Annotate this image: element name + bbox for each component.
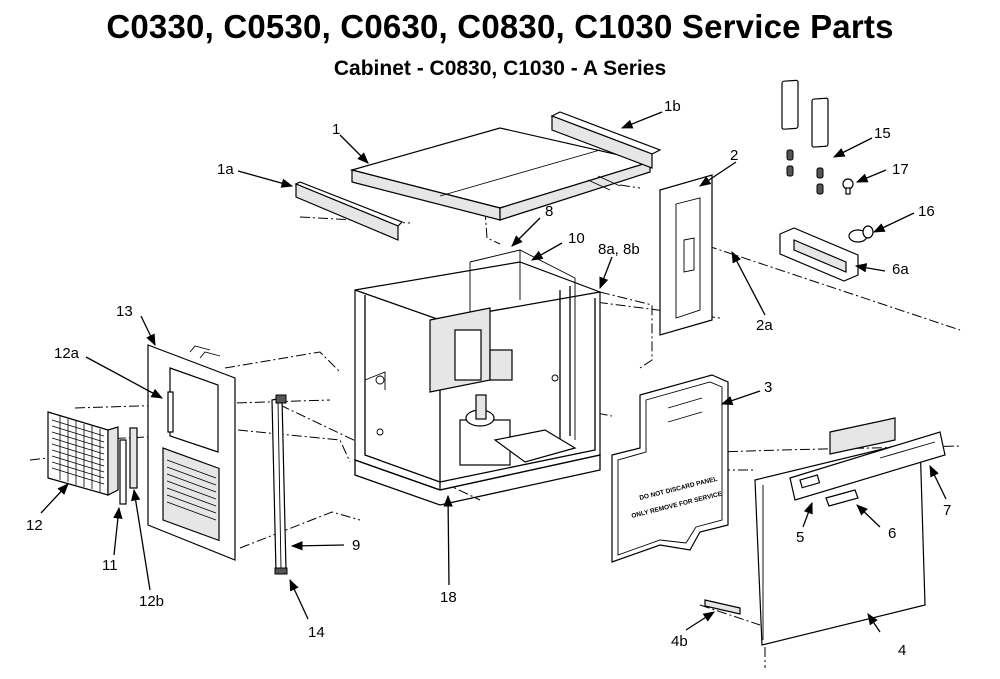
door-top-trim xyxy=(789,417,946,501)
hinge-strip xyxy=(271,394,288,575)
callout-4: 4 xyxy=(898,642,906,659)
callout-12b: 12b xyxy=(139,593,164,610)
leader-lines xyxy=(40,111,947,633)
callout-6a: 6a xyxy=(892,261,909,278)
callout-17: 17 xyxy=(892,161,909,178)
callout-13: 13 xyxy=(116,303,133,320)
filter-strips xyxy=(119,391,174,505)
callout-labels: 1 1a 1b 2 2a 3 4 4b 5 6 6a 7 8 8a, 8b 9 … xyxy=(26,98,951,659)
callout-16: 16 xyxy=(918,203,935,220)
callout-10: 10 xyxy=(568,230,585,247)
page-subtitle: Cabinet - C0830, C1030 - A Series xyxy=(333,57,667,80)
callout-8: 8 xyxy=(545,203,553,220)
callout-15: 15 xyxy=(874,125,891,142)
top-trim-left xyxy=(294,181,404,241)
callout-18: 18 xyxy=(440,589,457,606)
callout-8a-8b: 8a, 8b xyxy=(598,241,640,258)
callout-12: 12 xyxy=(26,517,43,534)
callout-14: 14 xyxy=(308,624,325,641)
front-panel xyxy=(147,344,236,561)
top-trim-right xyxy=(550,111,662,169)
side-panel-strip xyxy=(659,174,713,336)
callout-1a: 1a xyxy=(217,161,234,178)
page-title: C0330, C0530, C0630, C0830, C1030 Servic… xyxy=(106,8,894,45)
callout-2a: 2a xyxy=(756,317,773,334)
callout-12a: 12a xyxy=(54,345,80,362)
callout-6: 6 xyxy=(888,525,896,542)
louver-grille xyxy=(47,411,119,496)
callout-11: 11 xyxy=(102,557,118,574)
callout-9: 9 xyxy=(352,537,360,554)
callout-5: 5 xyxy=(796,529,804,546)
callout-1b: 1b xyxy=(664,98,681,115)
door-handle xyxy=(825,489,859,507)
callout-2: 2 xyxy=(730,147,738,164)
callout-4b: 4b xyxy=(671,633,688,650)
callout-3: 3 xyxy=(764,379,772,396)
service-panel: DO NOT DISCARD PANEL ONLY REMOVE FOR SER… xyxy=(611,374,729,563)
callout-7: 7 xyxy=(943,502,951,519)
cabinet-frame xyxy=(354,249,601,506)
hardware-parts xyxy=(779,79,874,282)
callout-1: 1 xyxy=(332,121,340,138)
